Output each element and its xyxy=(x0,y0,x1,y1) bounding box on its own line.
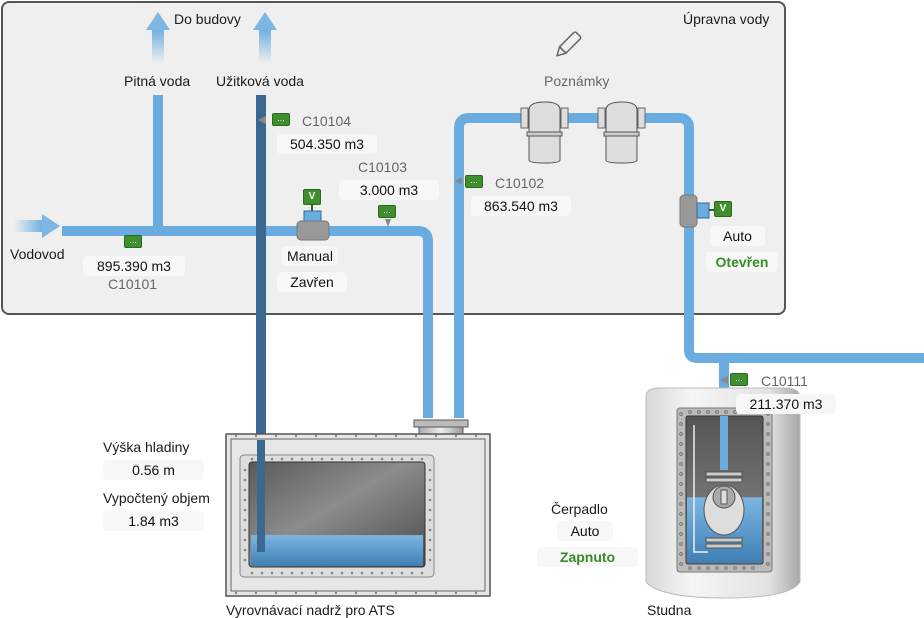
outlet-arrow-potable xyxy=(146,12,170,63)
meter-c10104-value: 504.350 m3 xyxy=(277,134,377,154)
filter-2 xyxy=(597,101,646,164)
meter-c10102-code: C10102 xyxy=(495,175,545,191)
pipe-main xyxy=(62,226,433,418)
outlet-arrow-service xyxy=(253,12,277,63)
pipe-filter-loop xyxy=(454,113,924,418)
meter-c10103-badge[interactable]: ... xyxy=(378,205,396,218)
meter-c10103-code: C10103 xyxy=(358,159,408,175)
valve-manual-badge[interactable]: V xyxy=(303,189,321,205)
meter-c10102-value: 863.540 m3 xyxy=(471,196,571,216)
tank-volume-value: 1.84 m3 xyxy=(103,511,204,531)
tank-water-level xyxy=(251,535,423,566)
meter-c10111-value: 211.370 m3 xyxy=(736,394,836,414)
tank-level-label: Výška hladiny xyxy=(103,439,190,455)
meter-c10101-code: C10101 xyxy=(108,276,158,292)
tank-volume-label: Vypočtený objem xyxy=(103,490,210,506)
meter-c10103-value: 3.000 m3 xyxy=(339,180,439,200)
valve-manual-state: Zavřen xyxy=(277,272,347,292)
outlets-title: Do budovy xyxy=(174,11,241,27)
pump-label: Čerpadlo xyxy=(551,501,608,517)
meter-c10111-code: C10111 xyxy=(761,373,808,389)
valve-auto-state: Otevřen xyxy=(706,252,778,272)
meter-c10101-value: 895.390 m3 xyxy=(83,256,185,276)
valve-auto-mode: Auto xyxy=(710,226,765,246)
pump-mode: Auto xyxy=(557,521,613,541)
pump-state: Zapnuto xyxy=(537,547,638,567)
service-water-label: Užitková voda xyxy=(216,73,304,89)
meter-c10104-code: C10104 xyxy=(302,113,352,129)
buffer-tank xyxy=(225,419,491,597)
valve-auto[interactable] xyxy=(679,194,715,228)
meter-c10102-badge[interactable]: ... xyxy=(465,175,483,188)
panel-title: Úpravna vody xyxy=(683,11,770,27)
well-label: Studna xyxy=(647,602,692,618)
inlet-label: Vodovod xyxy=(10,246,65,262)
pencil-icon[interactable] xyxy=(554,31,582,59)
valve-auto-badge[interactable]: V xyxy=(714,201,732,217)
pump xyxy=(693,425,745,553)
meter-c10104-badge[interactable]: ... xyxy=(272,113,290,126)
filter-1 xyxy=(520,101,569,164)
meter-c10101-badge[interactable]: ... xyxy=(124,235,142,248)
meter-c10111-badge[interactable]: ... xyxy=(730,373,748,386)
notes-label[interactable]: Poznámky xyxy=(544,73,610,89)
potable-water-label: Pitná voda xyxy=(124,73,191,89)
valve-manual-mode: Manual xyxy=(282,246,338,266)
valve-manual[interactable] xyxy=(296,203,330,241)
inlet-arrow xyxy=(14,214,60,238)
tank-level-value: 0.56 m xyxy=(103,460,204,480)
tank-label: Vyrovnávací nadrž pro ATS xyxy=(226,602,395,618)
